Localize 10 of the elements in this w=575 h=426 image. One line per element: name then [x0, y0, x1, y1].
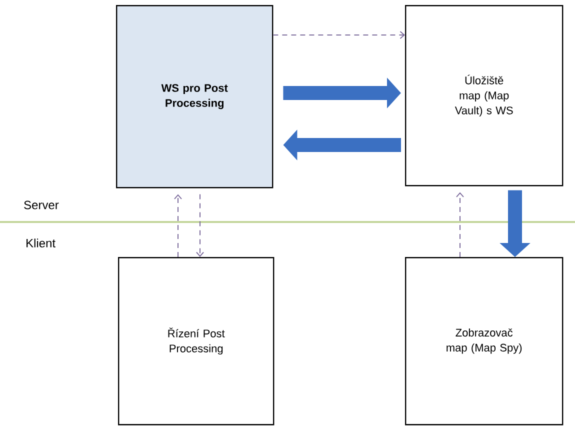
- dashed-arrow: [272, 31, 405, 39]
- zone-label: Klient: [26, 238, 56, 248]
- process-box: Zobrazovač map (Map Spy): [405, 257, 564, 426]
- dashed-arrow: [456, 192, 464, 258]
- process-box: WS pro Post Processing: [116, 5, 274, 188]
- zone-label: Server: [24, 200, 59, 210]
- dashed-arrow: [174, 194, 182, 258]
- process-box: Řízení Post Processing: [118, 257, 274, 426]
- process-box: Úložiště map (Map Vault) s WS: [405, 5, 564, 186]
- dashed-arrow: [196, 194, 204, 257]
